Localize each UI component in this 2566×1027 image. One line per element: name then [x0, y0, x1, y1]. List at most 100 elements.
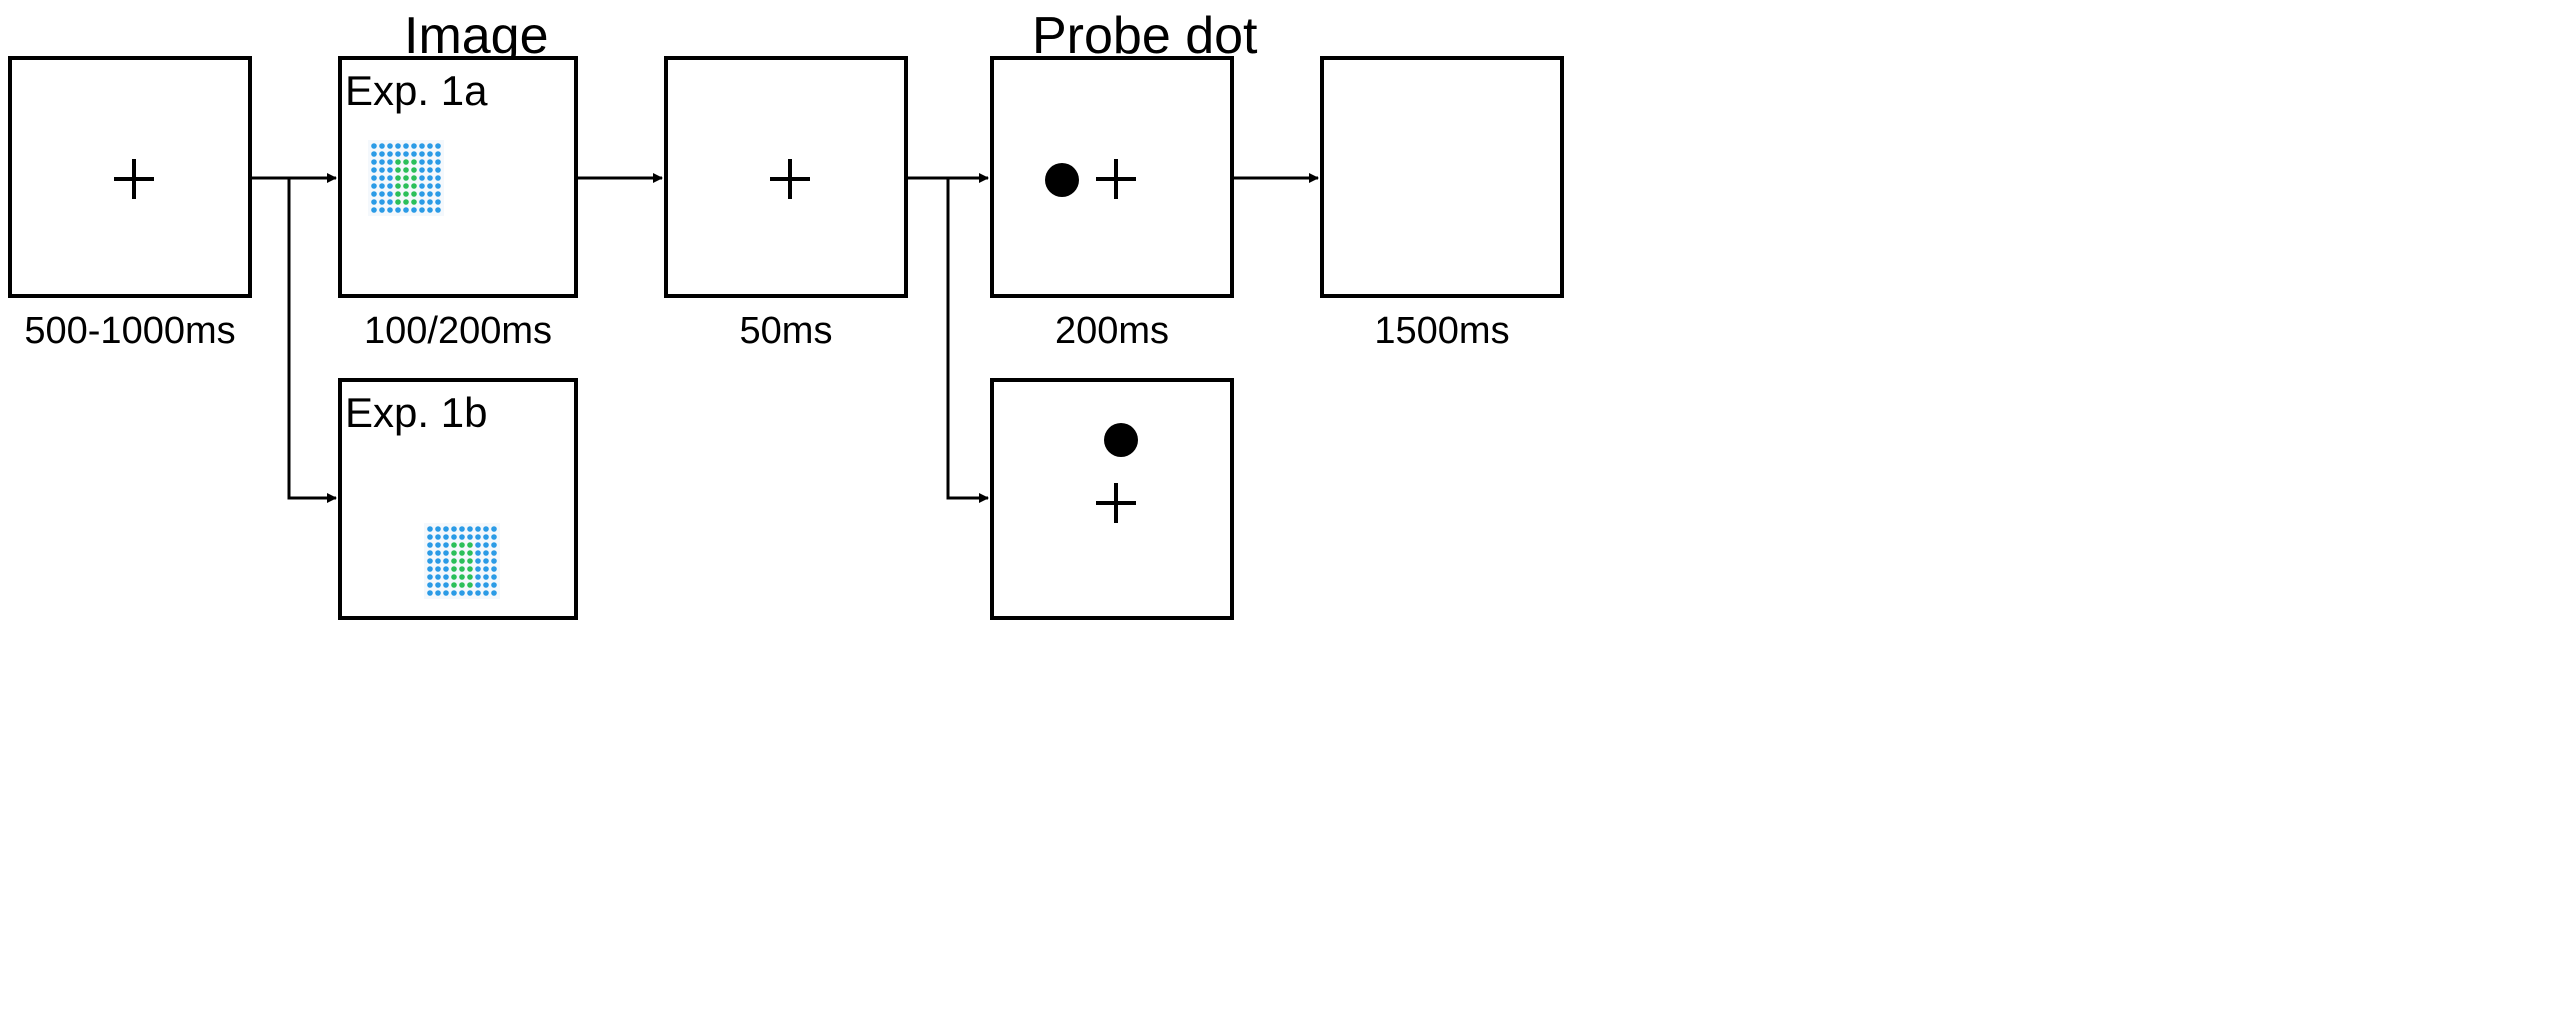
grid-dot-green	[395, 191, 401, 197]
grid-dot-blue	[491, 550, 497, 556]
grid-dot-blue	[459, 526, 465, 532]
grid-dot-blue	[435, 550, 441, 556]
grid-dot-blue	[403, 151, 409, 157]
grid-dot-blue	[443, 542, 449, 548]
grid-dot-blue	[475, 574, 481, 580]
grid-dot-blue	[427, 175, 433, 181]
grid-dot-blue	[435, 167, 441, 173]
probe-dot-icon	[1045, 163, 1079, 197]
grid-dot-blue	[435, 582, 441, 588]
grid-dot-green	[403, 167, 409, 173]
grid-dot-blue	[395, 207, 401, 213]
grid-dot-blue	[435, 199, 441, 205]
grid-dot-green	[451, 566, 457, 572]
grid-dot-blue	[379, 207, 385, 213]
grid-dot-green	[459, 550, 465, 556]
grid-dot-green	[411, 159, 417, 165]
grid-dot-blue	[427, 582, 433, 588]
grid-dot-green	[451, 574, 457, 580]
grid-dot-blue	[427, 191, 433, 197]
grid-dot-blue	[379, 151, 385, 157]
grid-dot-blue	[475, 558, 481, 564]
probe-dot-icon	[1104, 423, 1138, 457]
grid-dot-blue	[443, 550, 449, 556]
grid-dot-green	[467, 582, 473, 588]
grid-dot-blue	[387, 199, 393, 205]
fixation-cross-icon	[1096, 483, 1136, 523]
grid-dot-blue	[451, 590, 457, 596]
grid-dot-green	[411, 175, 417, 181]
grid-dot-blue	[387, 183, 393, 189]
grid-dot-green	[459, 566, 465, 572]
grid-dot-blue	[443, 574, 449, 580]
grid-dot-blue	[427, 558, 433, 564]
grid-dot-blue	[435, 207, 441, 213]
grid-dot-blue	[435, 558, 441, 564]
grid-dot-blue	[427, 199, 433, 205]
grid-dot-blue	[483, 590, 489, 596]
fixation-cross-icon	[114, 159, 154, 199]
grid-dot-blue	[371, 191, 377, 197]
grid-dot-blue	[435, 534, 441, 540]
fixation-cross-icon	[770, 159, 810, 199]
grid-dot-blue	[419, 159, 425, 165]
grid-dot-green	[395, 199, 401, 205]
grid-dot-blue	[387, 175, 393, 181]
grid-dot-blue	[435, 191, 441, 197]
grid-dot-blue	[427, 574, 433, 580]
grid-dot-blue	[379, 183, 385, 189]
grid-dot-blue	[491, 574, 497, 580]
grid-dot-blue	[475, 582, 481, 588]
grid-dot-blue	[379, 175, 385, 181]
arrow-branch-to-exp1b	[287, 178, 337, 503]
grid-dot-blue	[427, 542, 433, 548]
grid-dot-blue	[427, 183, 433, 189]
exp-1b-label: Exp. 1b	[345, 389, 488, 436]
arrow-branch-to-probe-top	[946, 178, 989, 503]
grid-dot-blue	[395, 143, 401, 149]
grid-dot-blue	[419, 143, 425, 149]
grid-dot-green	[467, 550, 473, 556]
grid-dot-blue	[475, 542, 481, 548]
grid-dot-green	[451, 558, 457, 564]
fixation-cross-icon	[1096, 159, 1136, 199]
dot-grid-stimulus	[368, 140, 444, 216]
grid-dot-blue	[395, 151, 401, 157]
grid-dot-blue	[371, 143, 377, 149]
grid-dot-blue	[371, 151, 377, 157]
grid-dot-blue	[419, 199, 425, 205]
dot-grid-stimulus	[424, 523, 500, 599]
grid-dot-blue	[387, 159, 393, 165]
grid-dot-green	[467, 542, 473, 548]
grid-dot-blue	[435, 566, 441, 572]
grid-dot-blue	[379, 199, 385, 205]
grid-dot-blue	[387, 191, 393, 197]
grid-dot-blue	[491, 590, 497, 596]
grid-dot-blue	[459, 534, 465, 540]
grid-dot-blue	[483, 566, 489, 572]
grid-dot-blue	[451, 534, 457, 540]
grid-dot-blue	[435, 183, 441, 189]
heading-probe-dot: Probe dot	[1032, 7, 1258, 65]
grid-dot-green	[403, 175, 409, 181]
grid-dot-blue	[483, 550, 489, 556]
timing-isi: 50ms	[739, 310, 833, 352]
grid-dot-green	[459, 542, 465, 548]
grid-dot-blue	[411, 143, 417, 149]
grid-dot-green	[459, 558, 465, 564]
grid-dot-blue	[427, 207, 433, 213]
grid-dot-green	[395, 175, 401, 181]
grid-dot-blue	[379, 159, 385, 165]
grid-dot-green	[467, 574, 473, 580]
probe-frame-top	[990, 378, 1234, 620]
grid-dot-blue	[427, 566, 433, 572]
grid-dot-blue	[491, 542, 497, 548]
grid-dot-blue	[427, 534, 433, 540]
grid-dot-blue	[483, 574, 489, 580]
grid-dot-blue	[427, 159, 433, 165]
grid-dot-blue	[371, 159, 377, 165]
grid-dot-blue	[467, 534, 473, 540]
grid-dot-green	[467, 566, 473, 572]
grid-dot-green	[459, 574, 465, 580]
grid-dot-blue	[435, 526, 441, 532]
